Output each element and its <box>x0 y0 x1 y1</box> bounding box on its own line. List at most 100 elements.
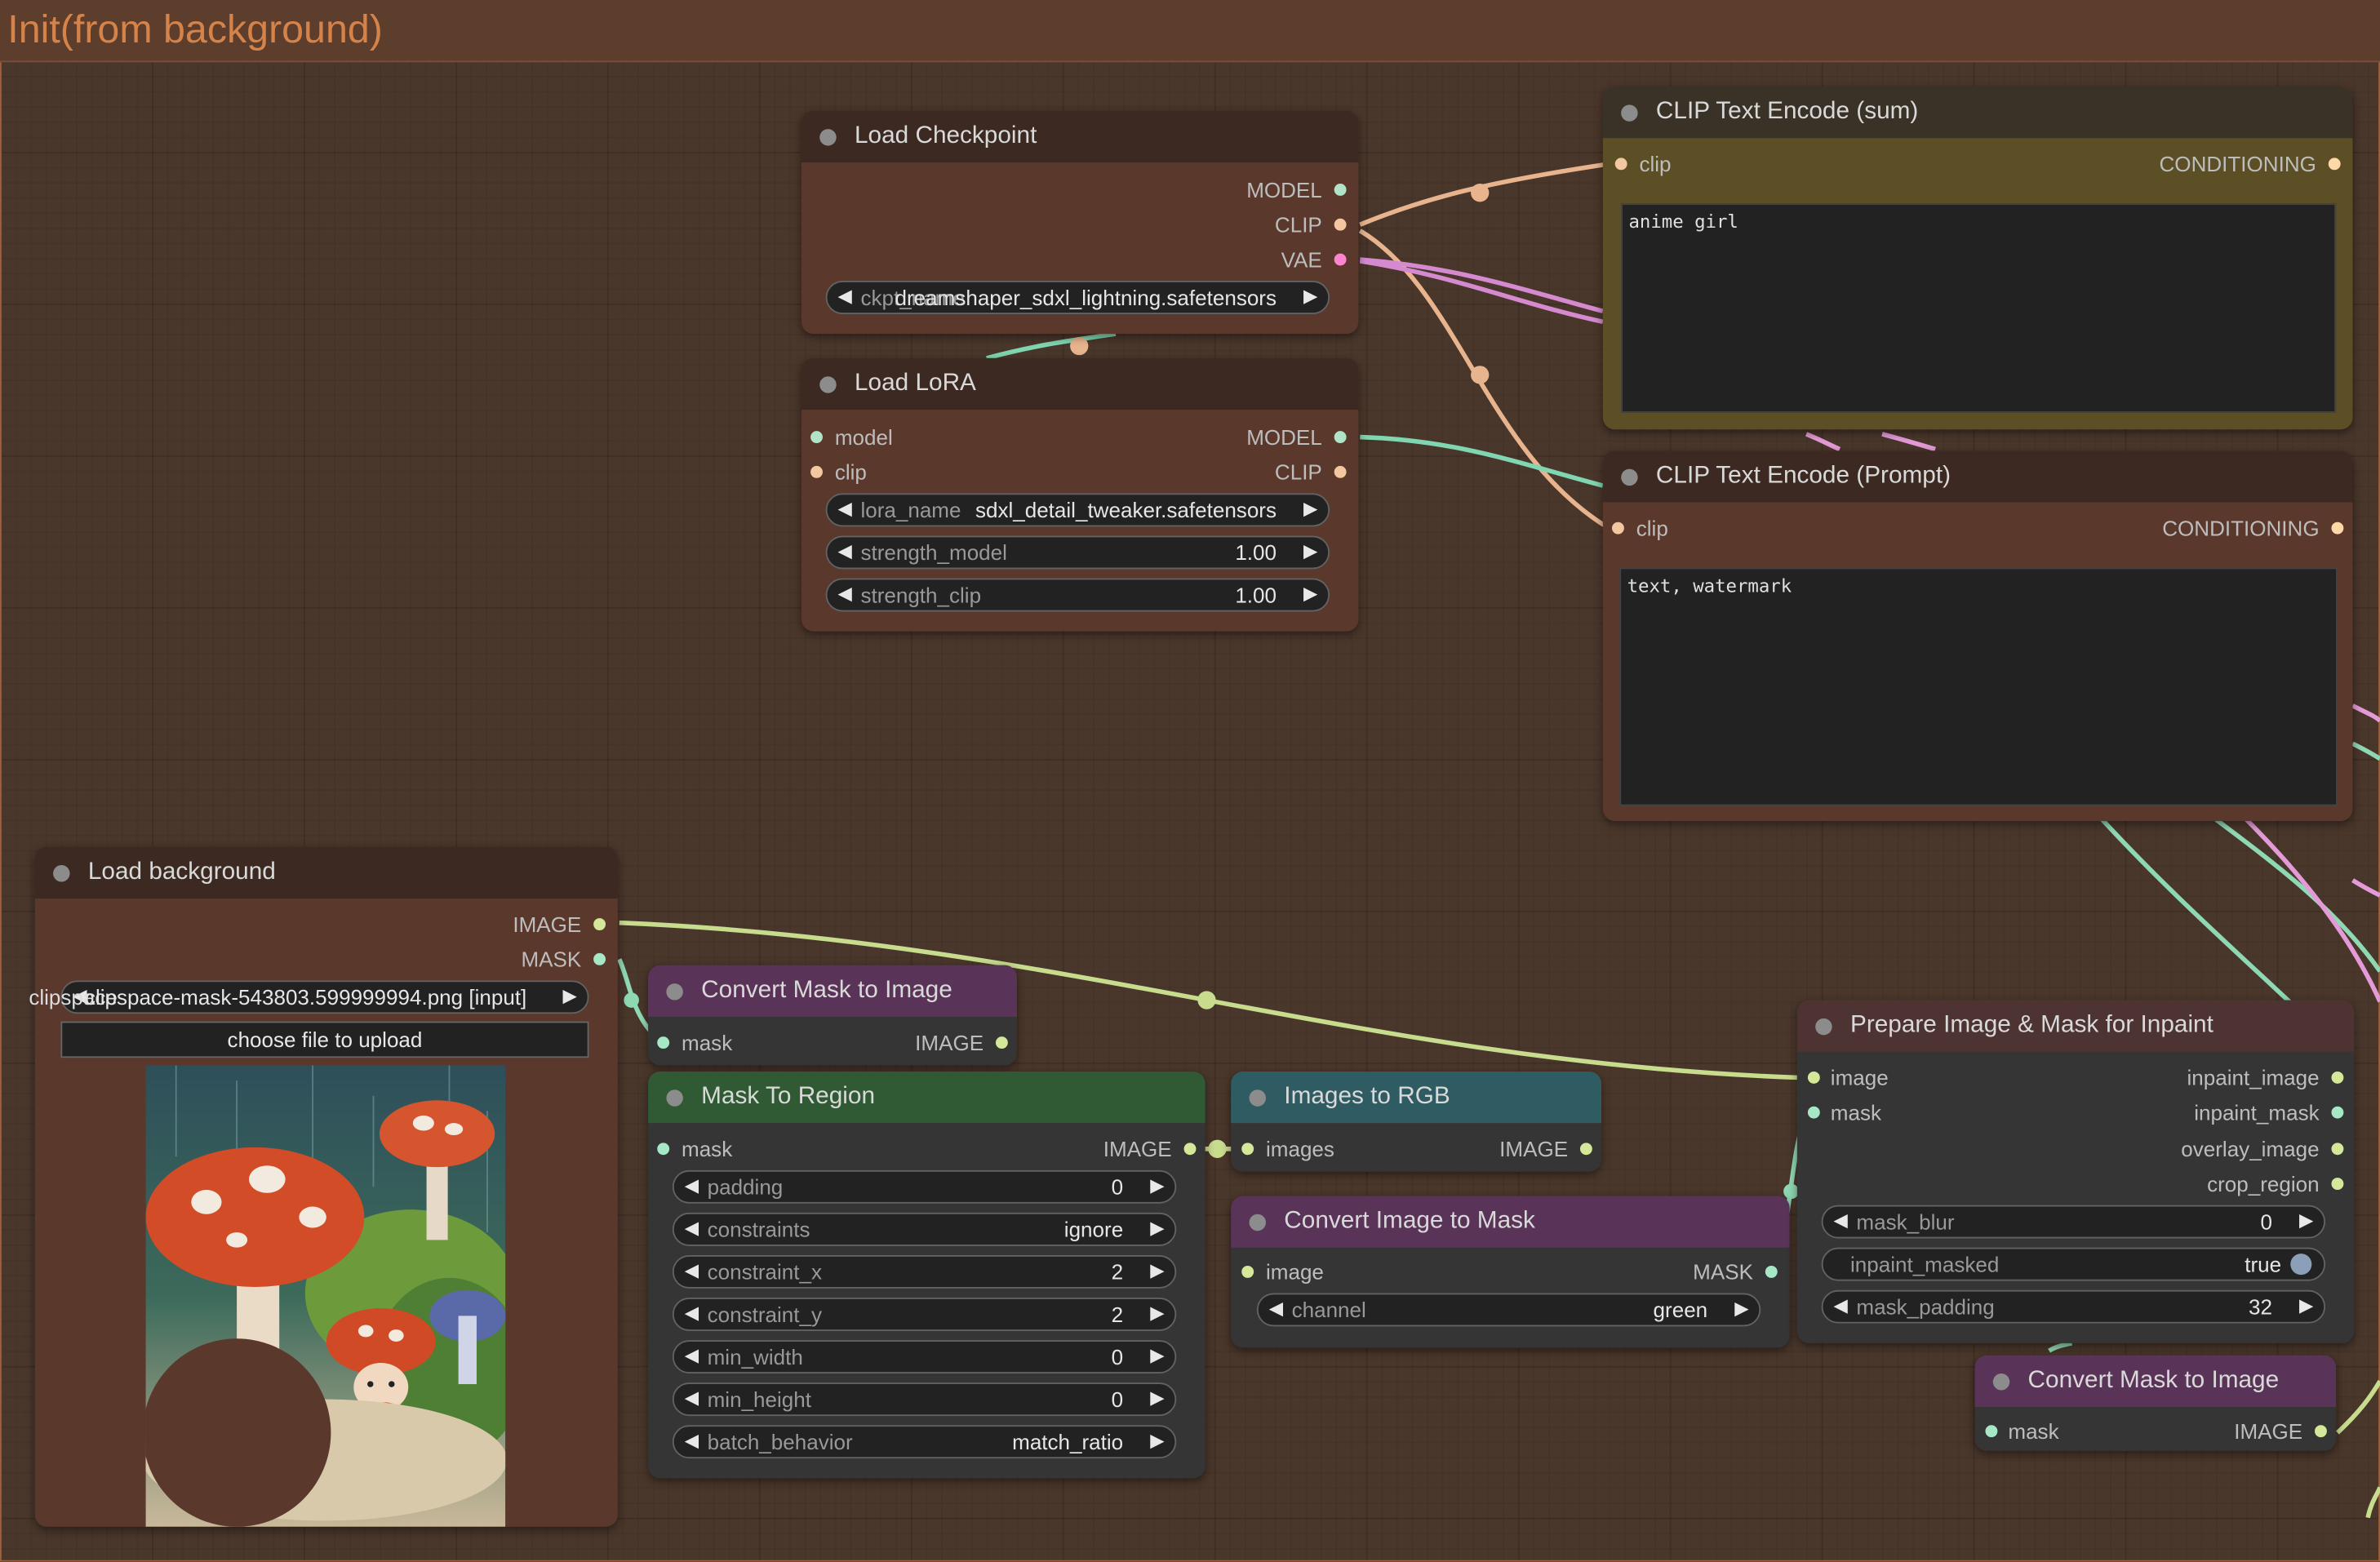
input-model-socket[interactable] <box>810 431 823 444</box>
left-arrow-icon[interactable]: ◀ <box>684 1344 699 1366</box>
right-arrow-icon[interactable]: ▶ <box>1303 583 1318 605</box>
image-file-combo[interactable]: ◀ clipspace clipspace-mask-543803.599999… <box>29 980 589 1014</box>
output-conditioning-socket[interactable] <box>2331 521 2344 535</box>
right-arrow-icon[interactable]: ▶ <box>1150 1429 1165 1451</box>
right-arrow-icon[interactable]: ▶ <box>562 984 577 1006</box>
output-overlay-image-socket[interactable] <box>2331 1143 2344 1156</box>
right-arrow-icon[interactable]: ▶ <box>1734 1298 1749 1320</box>
left-arrow-icon[interactable]: ◀ <box>837 583 852 605</box>
convert-mask-to-image-node[interactable]: Convert Mask to Image mask IMAGE <box>648 965 1017 1066</box>
left-arrow-icon[interactable]: ◀ <box>684 1429 699 1451</box>
clip-text-encode-sum-node[interactable]: CLIP Text Encode (sum) clip CONDITIONING… <box>1602 87 2353 430</box>
output-mask-socket[interactable] <box>1765 1265 1778 1278</box>
node-header[interactable]: Load background <box>34 846 618 899</box>
output-clip-socket[interactable] <box>1334 465 1347 478</box>
output-model-socket[interactable] <box>1334 431 1347 444</box>
output-image-socket[interactable] <box>1183 1143 1197 1156</box>
images-to-rgb-node[interactable]: Images to RGB images IMAGE <box>1231 1071 1601 1172</box>
node-header[interactable]: Load Checkpoint <box>801 110 1359 162</box>
right-arrow-icon[interactable]: ▶ <box>1150 1302 1165 1324</box>
load-background-node[interactable]: Load background IMAGE MASK ◀ clipspace c… <box>29 846 618 1527</box>
right-arrow-icon[interactable]: ▶ <box>2299 1209 2314 1231</box>
left-arrow-icon[interactable]: ◀ <box>684 1217 699 1239</box>
left-arrow-icon[interactable]: ◀ <box>837 540 852 562</box>
convert-mask-to-image-node-2[interactable]: Convert Mask to Image mask IMAGE <box>1974 1355 2337 1451</box>
strength-clip-number[interactable]: ◀ strength_clip 1.00 ▶ <box>825 578 1330 612</box>
right-arrow-icon[interactable]: ▶ <box>2299 1294 2314 1316</box>
node-header[interactable]: Convert Image to Mask <box>1231 1196 1790 1248</box>
collapse-dot-icon[interactable] <box>1621 468 1638 486</box>
collapse-dot-icon[interactable] <box>819 376 837 393</box>
collapse-dot-icon[interactable] <box>1621 104 1638 122</box>
left-arrow-icon[interactable]: ◀ <box>837 285 852 307</box>
node-header[interactable]: Convert Mask to Image <box>1974 1355 2337 1407</box>
output-image-socket[interactable] <box>2315 1425 2327 1438</box>
output-inpaint-image-socket[interactable] <box>2331 1071 2344 1084</box>
collapse-dot-icon[interactable] <box>53 865 70 882</box>
left-arrow-icon[interactable]: ◀ <box>1833 1294 1848 1316</box>
input-mask-socket[interactable] <box>657 1143 670 1156</box>
output-model-socket[interactable] <box>1334 184 1347 196</box>
output-image-socket[interactable] <box>995 1036 1008 1049</box>
output-crop-region-socket[interactable] <box>2331 1178 2344 1191</box>
group-title-bar[interactable]: Init(from background) <box>0 0 2380 63</box>
prepare-inpaint-node[interactable]: Prepare Image & Mask for Inpaint image m… <box>1796 1000 2355 1343</box>
left-arrow-icon[interactable]: ◀ <box>73 984 87 1006</box>
right-arrow-icon[interactable]: ▶ <box>1150 1174 1165 1196</box>
left-arrow-icon[interactable]: ◀ <box>684 1302 699 1324</box>
collapse-dot-icon[interactable] <box>666 983 683 1001</box>
output-mask-socket[interactable] <box>593 952 606 965</box>
prompt-textarea[interactable]: anime girl <box>1621 203 2337 413</box>
node-header[interactable]: CLIP Text Encode (sum) <box>1602 87 2353 139</box>
input-mask-socket[interactable] <box>1807 1106 1820 1119</box>
node-header[interactable]: Convert Mask to Image <box>648 965 1017 1017</box>
output-vae-socket[interactable] <box>1334 253 1347 266</box>
input-image-socket[interactable] <box>1241 1265 1254 1278</box>
node-header[interactable]: Images to RGB <box>1231 1071 1601 1124</box>
right-arrow-icon[interactable]: ▶ <box>1150 1217 1165 1239</box>
input-clip-socket[interactable] <box>810 465 823 478</box>
left-arrow-icon[interactable]: ◀ <box>684 1174 699 1196</box>
input-clip-socket[interactable] <box>1614 158 1627 171</box>
right-arrow-icon[interactable]: ▶ <box>1303 285 1318 307</box>
left-arrow-icon[interactable]: ◀ <box>684 1259 699 1281</box>
right-arrow-icon[interactable]: ▶ <box>1303 540 1318 562</box>
left-arrow-icon[interactable]: ◀ <box>1268 1298 1283 1320</box>
collapse-dot-icon[interactable] <box>666 1089 683 1107</box>
choose-file-button[interactable]: choose file to upload <box>60 1021 589 1058</box>
input-image-socket[interactable] <box>1807 1071 1820 1084</box>
right-arrow-icon[interactable]: ▶ <box>1150 1387 1165 1409</box>
ckpt-name-combo[interactable]: ◀ ckpt_name dreamshaper_sdxl_lightning.s… <box>825 281 1330 314</box>
collapse-dot-icon[interactable] <box>1992 1373 2010 1391</box>
node-header[interactable]: Prepare Image & Mask for Inpaint <box>1796 1000 2355 1052</box>
collapse-dot-icon[interactable] <box>1815 1018 1832 1036</box>
left-arrow-icon[interactable]: ◀ <box>684 1387 699 1409</box>
convert-image-to-mask-node[interactable]: Convert Image to Mask image MASK ◀channe… <box>1231 1196 1790 1348</box>
input-mask-socket[interactable] <box>1985 1425 1998 1438</box>
node-header[interactable]: Mask To Region <box>648 1071 1206 1124</box>
node-header[interactable]: Load LoRA <box>801 357 1359 410</box>
right-arrow-icon[interactable]: ▶ <box>1303 497 1318 520</box>
load-checkpoint-node[interactable]: Load Checkpoint MODEL CLIP VAE ◀ ckpt_na… <box>801 110 1359 335</box>
load-lora-node[interactable]: Load LoRA model clip MODEL CLIP ◀ lora_n… <box>801 357 1359 632</box>
collapse-dot-icon[interactable] <box>819 129 837 146</box>
left-arrow-icon[interactable]: ◀ <box>1833 1209 1848 1231</box>
right-arrow-icon[interactable]: ▶ <box>1150 1259 1165 1281</box>
strength-model-number[interactable]: ◀ strength_model 1.00 ▶ <box>825 535 1330 570</box>
clip-text-encode-prompt-node[interactable]: CLIP Text Encode (Prompt) clip CONDITION… <box>1602 450 2353 822</box>
toggle-knob-icon[interactable] <box>2290 1254 2312 1276</box>
output-image-socket[interactable] <box>1579 1143 1592 1156</box>
input-mask-socket[interactable] <box>657 1036 670 1049</box>
left-arrow-icon[interactable]: ◀ <box>837 497 852 520</box>
right-arrow-icon[interactable]: ▶ <box>1150 1344 1165 1366</box>
